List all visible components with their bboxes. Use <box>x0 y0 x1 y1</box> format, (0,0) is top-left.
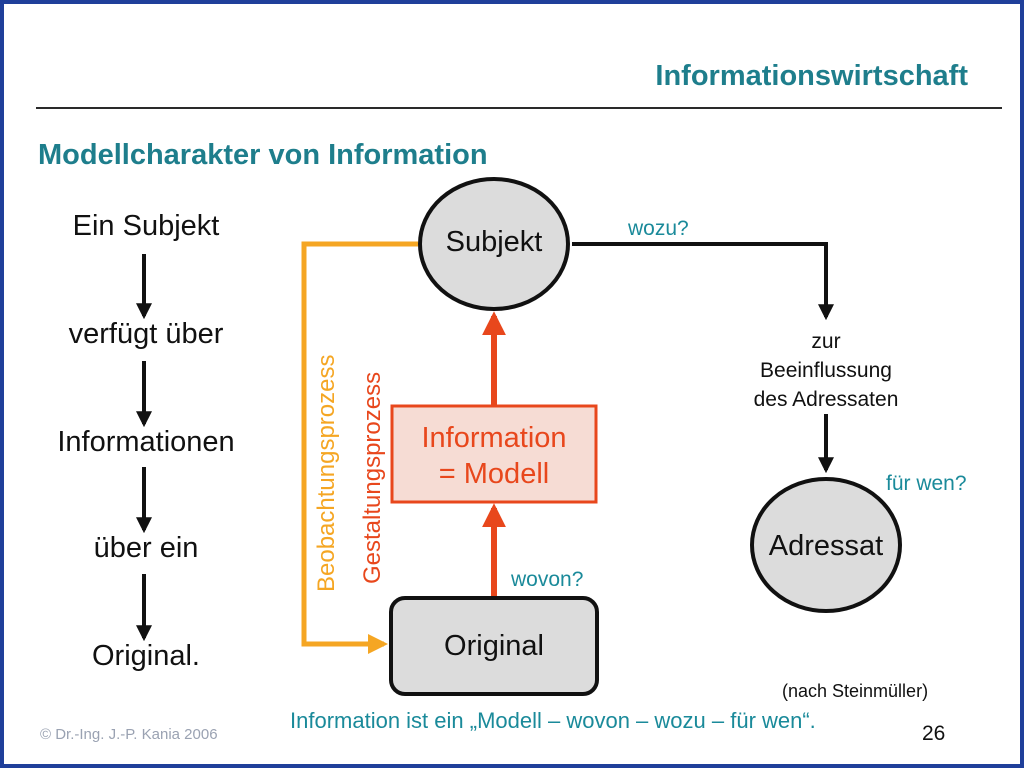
copyright-footer: © Dr.-Ing. J.-P. Kania 2006 <box>40 726 218 743</box>
header-divider <box>36 107 1002 109</box>
section-title: Modellcharakter von Information <box>38 139 488 171</box>
purpose-label: zur Beeinflussung des Adressaten <box>716 327 936 414</box>
information-label-line2: = Modell <box>438 458 550 490</box>
purpose-line1: zur <box>811 330 841 353</box>
design-process-label: Gestaltungsprozess <box>359 371 386 584</box>
adressat-node <box>750 477 902 613</box>
chain-step-ueber-ein: über ein <box>93 532 199 564</box>
adressat-label: Adressat <box>768 530 884 562</box>
original-label: Original <box>444 630 544 662</box>
chain-step-subjekt: Ein Subjekt <box>72 210 220 242</box>
caption: Information ist ein „Modell – wovon – wo… <box>290 708 816 733</box>
chain-step-verfuegt: verfügt über <box>68 318 224 350</box>
subjekt-label: Subjekt <box>445 226 543 258</box>
purpose-line3: des Adressaten <box>753 388 899 411</box>
information-model-box <box>390 404 598 504</box>
header-title: Informationswirtschaft <box>655 60 968 92</box>
observation-process-arrow <box>301 241 418 654</box>
information-model-label: Information = Modell <box>392 420 596 492</box>
page-number: 26 <box>922 722 946 745</box>
chain-step-original: Original. <box>92 640 200 672</box>
observation-process-label: Beobachtungsprozess <box>313 354 340 593</box>
question-fuer-wen: für wen? <box>886 472 967 495</box>
subjekt-node <box>418 177 570 311</box>
question-wozu: wozu? <box>628 217 689 240</box>
question-wovon: wovon? <box>511 568 584 591</box>
diagram-canvas <box>136 177 902 696</box>
information-label-line1: Information <box>421 422 567 454</box>
chain-step-informationen: Informationen <box>57 426 235 458</box>
purpose-line2: Beeinflussung <box>760 359 892 382</box>
original-node <box>389 596 599 696</box>
arrow-subjekt-to-purpose <box>572 242 834 321</box>
source-note: (nach Steinmüller) <box>782 681 929 701</box>
